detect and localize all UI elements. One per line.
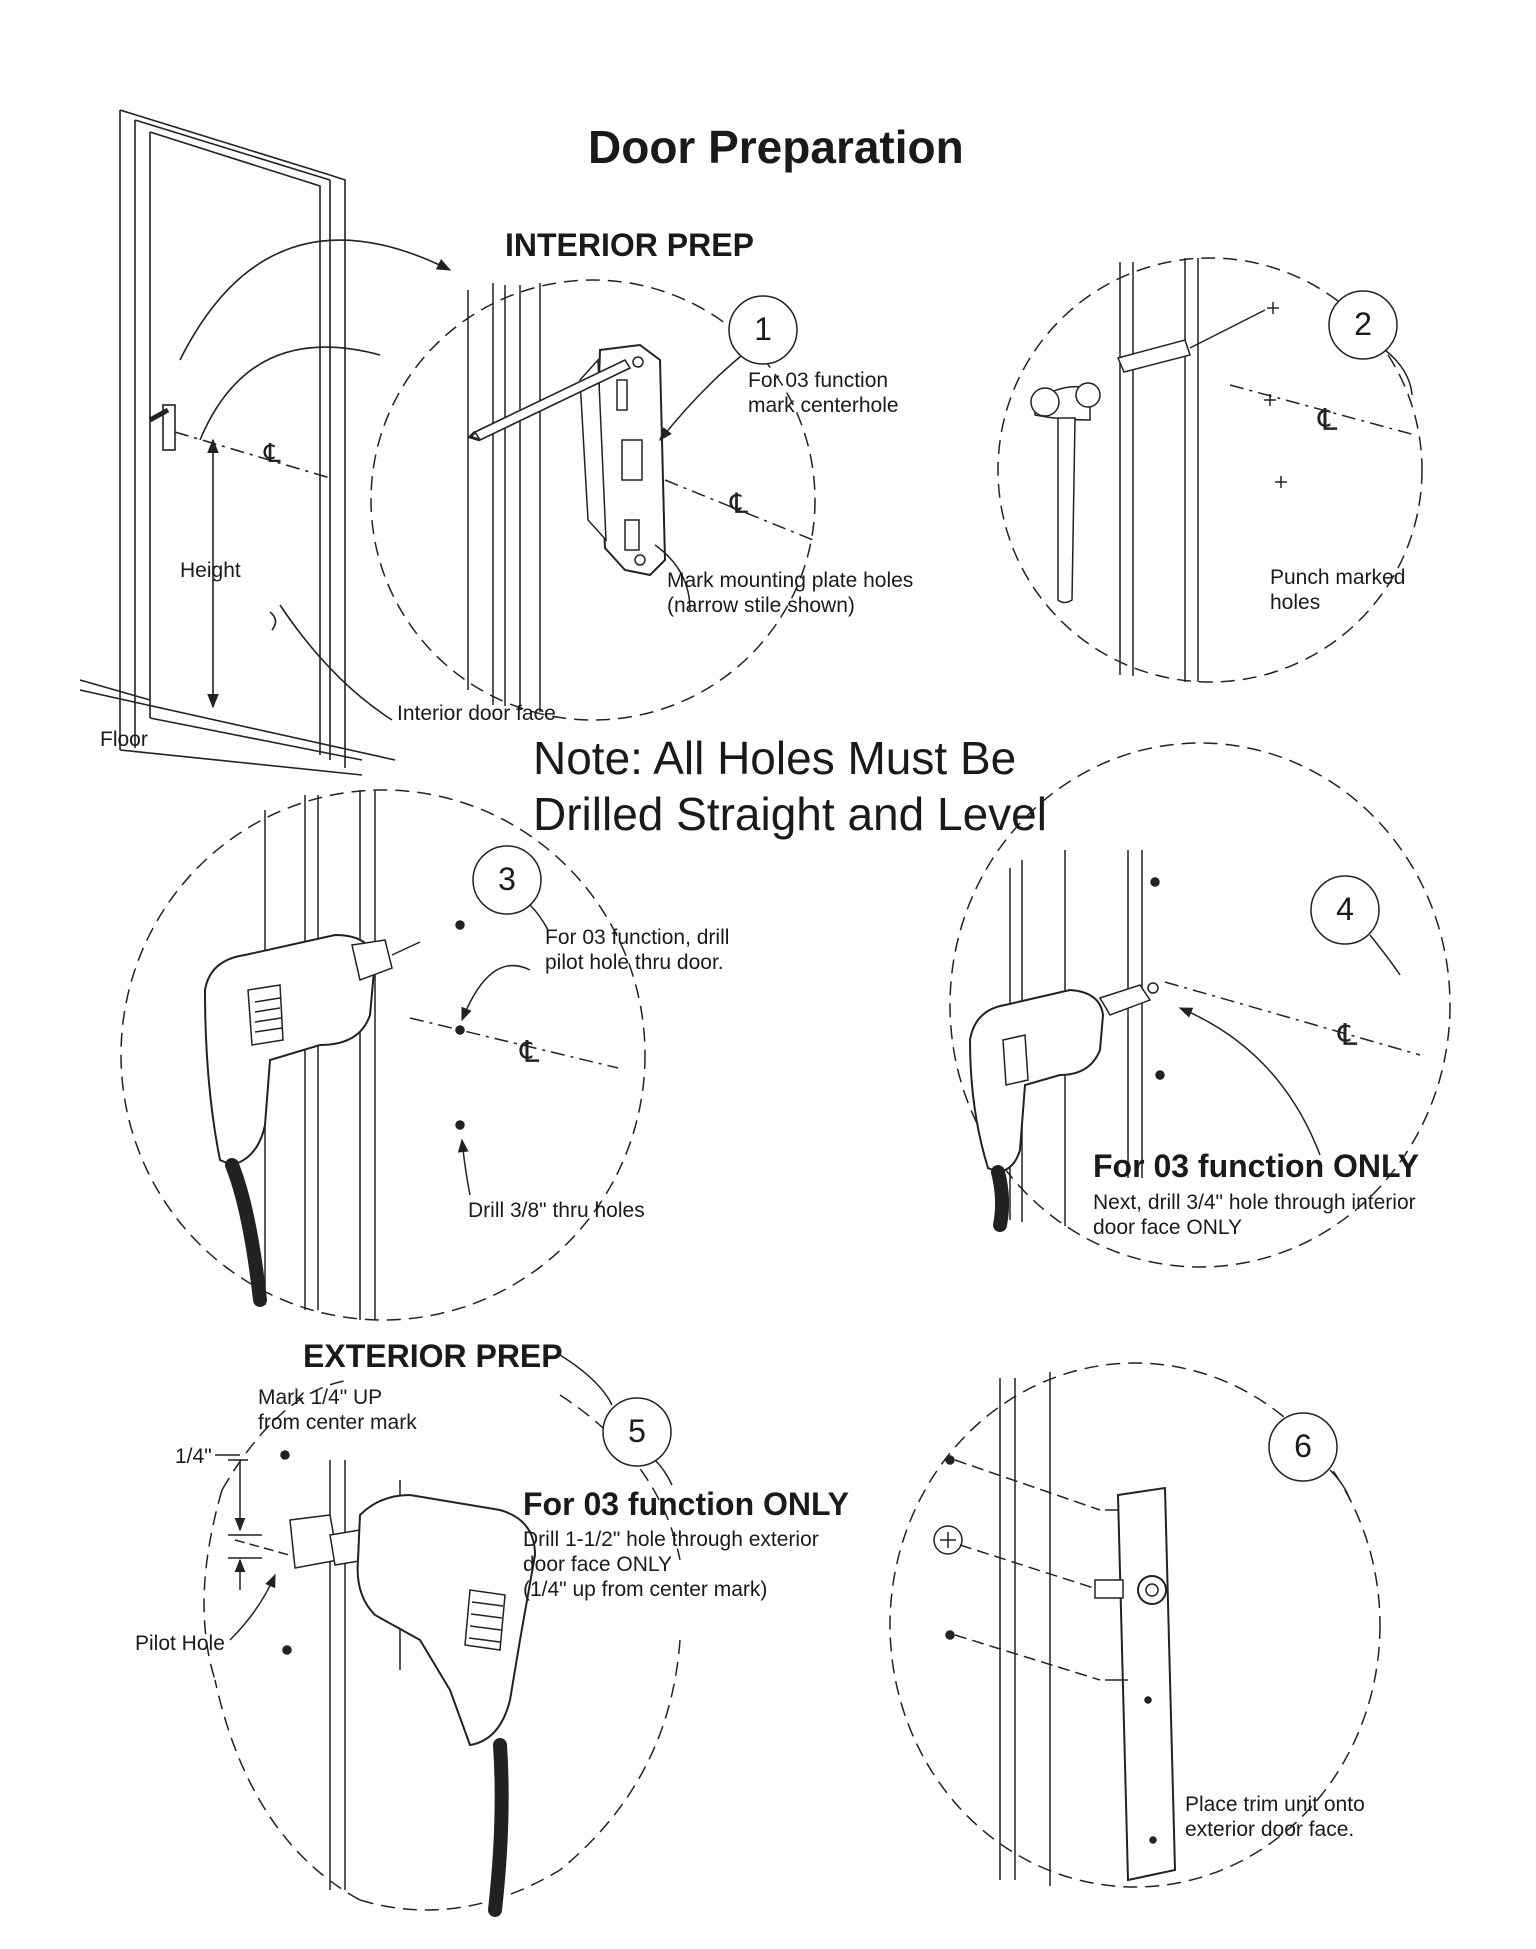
page-title: Door Preparation bbox=[588, 121, 964, 173]
step-5-detail-drawing bbox=[203, 1354, 681, 1917]
step-1-caption-a: For 03 function mark centerhole bbox=[748, 368, 899, 418]
exterior-prep-heading: EXTERIOR PREP bbox=[303, 1338, 563, 1374]
step-1-caption-line: (narrow stile shown) bbox=[667, 594, 855, 618]
step-5-caption-line: (1/4" up from center mark) bbox=[523, 1578, 768, 1602]
note-line-1: Note: All Holes Must Be bbox=[533, 732, 1017, 784]
step-5-number: 5 bbox=[628, 1413, 646, 1449]
step-3-caption-line: For 03 function, drill bbox=[545, 926, 730, 949]
step-1-detail-drawing: ℄ bbox=[370, 279, 816, 721]
straight-level-note: Note: All Holes Must Be Drilled Straight… bbox=[533, 730, 1047, 842]
note-line-2: Drilled Straight and Level bbox=[533, 788, 1047, 841]
door-overview-drawing: ℄ bbox=[79, 109, 452, 776]
step-4-caption-line: Next, drill 3/4" hole through interior bbox=[1093, 1191, 1416, 1214]
step-4-caption-line: door face ONLY bbox=[1093, 1216, 1243, 1240]
step-2-caption-line: holes bbox=[1270, 591, 1321, 615]
step-5-caption-line: Drill 1-1/2" hole through exterior bbox=[523, 1528, 819, 1551]
step-3-caption-line: pilot hole thru door. bbox=[545, 951, 724, 975]
step-4-caption: Next, drill 3/4" hole through interior d… bbox=[1093, 1190, 1416, 1240]
svg-text:℄: ℄ bbox=[519, 1036, 540, 1069]
step-3-caption-a: For 03 function, drill pilot hole thru d… bbox=[545, 925, 729, 975]
svg-text:℄: ℄ bbox=[1337, 1019, 1358, 1052]
interior-door-face-label: Interior door face bbox=[397, 702, 556, 725]
step-2-caption-line: Punch marked bbox=[1270, 566, 1406, 589]
step-3-number: 3 bbox=[498, 861, 516, 897]
step-6-caption: Place trim unit onto exterior door face. bbox=[1185, 1792, 1365, 1842]
step-2-detail-drawing: ℄ bbox=[997, 257, 1423, 683]
step-1-caption-line: For 03 function bbox=[748, 369, 889, 392]
svg-text:℄: ℄ bbox=[729, 489, 748, 520]
step-6-detail-drawing bbox=[889, 1362, 1381, 1888]
step-3-detail-drawing: ℄ bbox=[120, 789, 646, 1321]
step-5-pilot-hole-label: Pilot Hole bbox=[135, 1632, 225, 1655]
floor-label: Floor bbox=[100, 728, 148, 751]
height-label: Height bbox=[180, 559, 241, 582]
step-2-caption: Punch marked holes bbox=[1270, 565, 1405, 615]
step-4-number: 4 bbox=[1336, 891, 1354, 927]
step-6-number: 6 bbox=[1294, 1428, 1312, 1464]
step-5-caption: Drill 1-1/2" hole through exterior door … bbox=[523, 1527, 819, 1603]
step-6-caption-line: Place trim unit onto bbox=[1185, 1793, 1365, 1816]
step-5-caption-line: door face ONLY bbox=[523, 1553, 673, 1577]
step-5-caption-line: from center mark bbox=[258, 1411, 417, 1435]
step-1-caption-b: Mark mounting plate holes (narrow stile … bbox=[667, 568, 913, 618]
step-1-number: 1 bbox=[754, 311, 772, 347]
step-5-heading: For 03 function ONLY bbox=[523, 1486, 849, 1522]
step-5-caption-line: Mark 1/4" UP bbox=[258, 1386, 383, 1409]
step-5-dimension-label: 1/4" bbox=[175, 1445, 212, 1468]
step-4-heading: For 03 function ONLY bbox=[1093, 1148, 1419, 1184]
svg-text:℄: ℄ bbox=[263, 439, 281, 468]
step-1-caption-line: Mark mounting plate holes bbox=[667, 569, 914, 592]
step-1-caption-line: mark centerhole bbox=[748, 394, 899, 418]
step-5-mark-up-caption: Mark 1/4" UP from center mark bbox=[258, 1385, 417, 1435]
step-6-caption-line: exterior door face. bbox=[1185, 1818, 1355, 1842]
svg-text:℄: ℄ bbox=[1317, 404, 1338, 437]
interior-prep-heading: INTERIOR PREP bbox=[505, 227, 754, 263]
step-4-detail-drawing: ℄ bbox=[949, 742, 1451, 1268]
step-2-number: 2 bbox=[1354, 306, 1372, 342]
step-3-caption-b: Drill 3/8" thru holes bbox=[468, 1199, 645, 1222]
